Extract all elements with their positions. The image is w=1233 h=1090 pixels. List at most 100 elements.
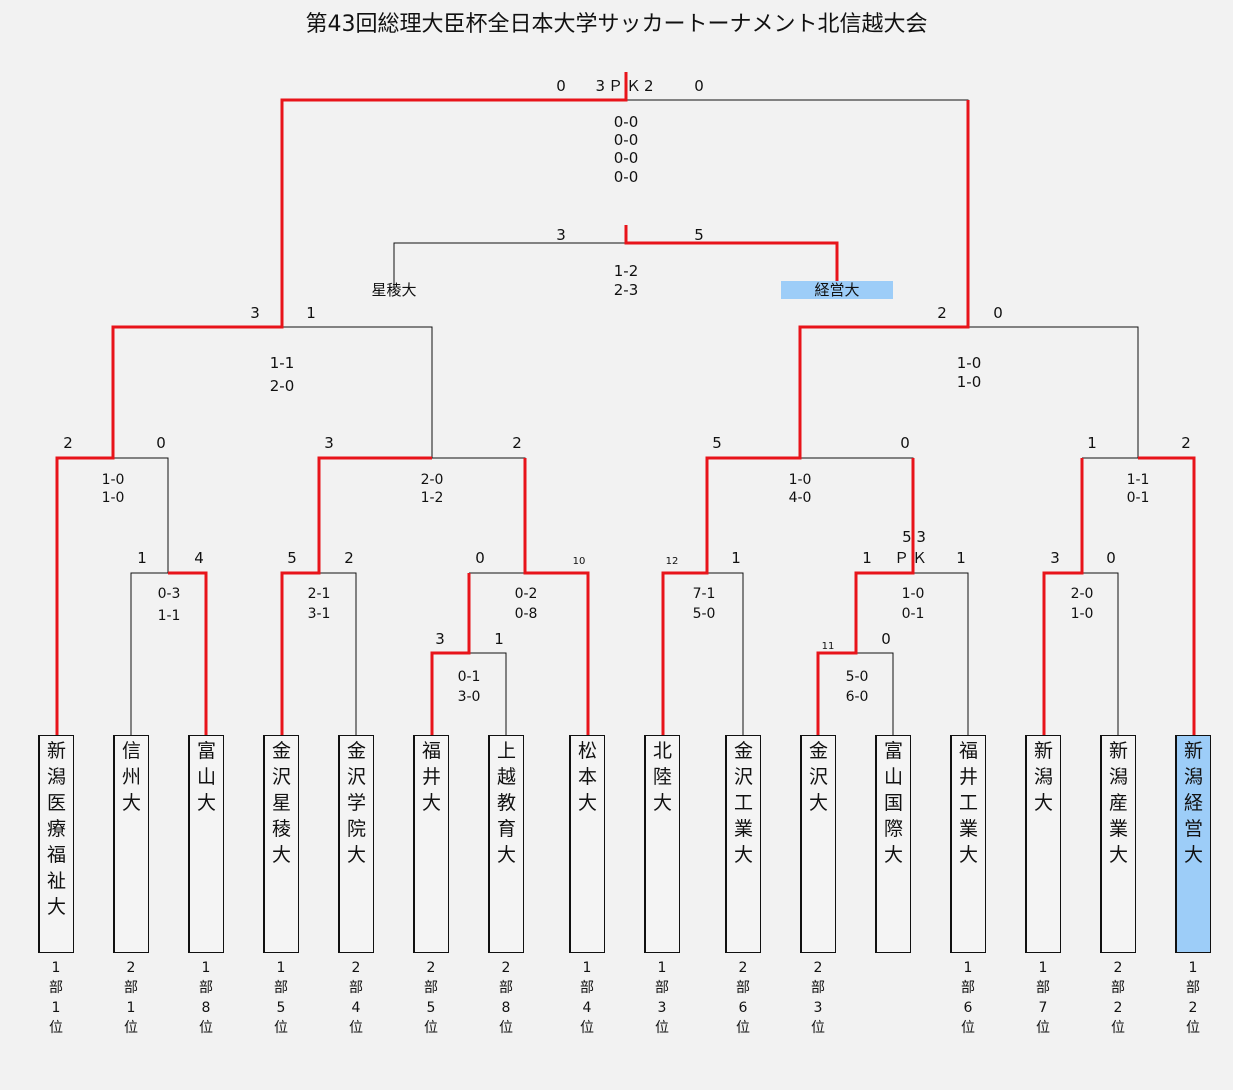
team-box-champion[interactable]: 新潟経営大 [1175, 735, 1211, 953]
r2f-score-left: 3 [1050, 549, 1060, 567]
winner-path-line [1042, 458, 1084, 735]
final-pk: 3ＰＫ2 [595, 77, 657, 95]
sf2-score-right: 0 [993, 304, 1003, 322]
team-box[interactable]: 新潟大 [1025, 735, 1061, 953]
team-name: 信州大 [121, 740, 141, 814]
final-half: 0-0 [613, 113, 639, 131]
final-half: 0-0 [613, 168, 639, 186]
bracket-line [1082, 572, 1119, 735]
team-box[interactable]: 金沢大 [800, 735, 836, 953]
playoff-team-left: 星稜大 [371, 281, 417, 299]
team-box[interactable]: 上越教育大 [488, 735, 524, 953]
team-name: 松本大 [577, 740, 597, 814]
qf4-half: 1-1 [1126, 472, 1150, 488]
qf3-half: 1-0 [788, 472, 812, 488]
r2d-half: 7-1 [692, 586, 716, 602]
third-score-right: 5 [694, 226, 704, 244]
final-half: 0-0 [613, 149, 639, 167]
team-name: 富山大 [196, 740, 216, 814]
team-name: 新潟経営大 [1183, 740, 1203, 866]
sf2-half: 1-0 [956, 354, 982, 372]
bracket-line [913, 572, 969, 735]
team-box[interactable]: 新潟産業大 [1100, 735, 1136, 953]
qf4-score-right: 2 [1181, 434, 1191, 452]
team-box[interactable]: 福井大 [413, 735, 449, 953]
r2e-pk-score: 5 3 [902, 528, 926, 546]
bracket-line [130, 572, 168, 735]
bracket-line [282, 326, 433, 458]
team-box[interactable]: 富山大 [188, 735, 224, 953]
qf2-half: 2-0 [420, 472, 444, 488]
team-box[interactable]: 金沢工業大 [725, 735, 761, 953]
team-box[interactable]: 金沢学院大 [338, 735, 374, 953]
team-box[interactable]: 北陸大 [644, 735, 680, 953]
final-score-right: 0 [694, 77, 704, 95]
r2c-half: 0-2 [514, 586, 538, 602]
team-box[interactable]: 新潟医療福祉大 [38, 735, 74, 953]
team-box[interactable]: 富山国際大 [875, 735, 911, 953]
sf2-score-left: 2 [937, 304, 947, 322]
qf3-score-right: 0 [900, 434, 910, 452]
sf1-score-right: 1 [306, 304, 316, 322]
team-box[interactable]: 信州大 [113, 735, 149, 953]
bracket-line [856, 652, 894, 735]
team-name: 富山国際大 [883, 740, 903, 866]
team-box[interactable]: 松本大 [569, 735, 605, 953]
r2b-score-left: 5 [287, 549, 297, 567]
team-name: 新潟産業大 [1108, 740, 1128, 866]
r2d-score-left: 12 [665, 556, 679, 567]
team-box[interactable]: 金沢星稜大 [263, 735, 299, 953]
playoff-team-right: 経営大 [781, 281, 893, 299]
team-name: 金沢星稜大 [271, 740, 291, 866]
r1b-half: 5-0 [845, 669, 869, 685]
team-name: 金沢工業大 [733, 740, 753, 866]
sf1-half: 1-1 [269, 354, 295, 372]
final-half: 0-0 [613, 131, 639, 149]
r2d-half: 5-0 [692, 606, 716, 622]
team-name: 福井大 [421, 740, 441, 814]
bracket-line [319, 572, 357, 735]
r1a-score-left: 3 [435, 630, 445, 648]
qf2-half: 1-2 [420, 490, 444, 506]
winner-path-line [55, 72, 628, 735]
team-box[interactable]: 福井工業大 [950, 735, 986, 953]
r2b-score-right: 2 [344, 549, 354, 567]
team-name: 北陸大 [652, 740, 672, 814]
qf3-half: 4-0 [788, 490, 812, 506]
bracket-line [469, 652, 507, 735]
qf3-score-left: 5 [712, 434, 722, 452]
winner-path-line [168, 571, 208, 735]
r1a-half: 3-0 [457, 689, 481, 705]
r1a-half: 0-1 [457, 669, 481, 685]
r2a-score-left: 1 [137, 549, 147, 567]
r2e-half: 1-0 [901, 586, 925, 602]
bracket-line [707, 572, 744, 735]
qf2-score-right: 2 [512, 434, 522, 452]
r2f-half: 1-0 [1070, 606, 1094, 622]
winner-path-line [430, 573, 471, 735]
team-name: 金沢学院大 [346, 740, 366, 866]
r1a-score-right: 1 [494, 630, 504, 648]
